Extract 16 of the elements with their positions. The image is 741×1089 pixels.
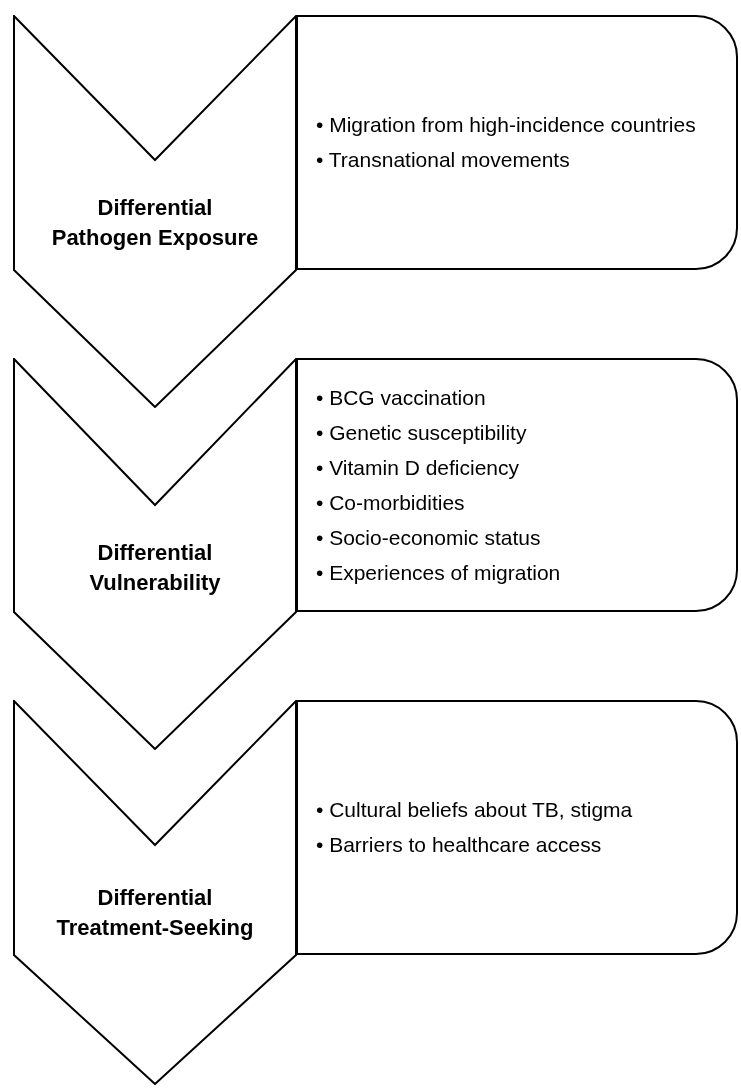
chevron-label: Differential Treatment-Seeking <box>55 884 255 942</box>
bullet-item: • Experiences of migration <box>316 559 562 586</box>
bullet-item: • Barriers to healthcare access <box>316 832 603 858</box>
bullet-item: • Transnational movements <box>316 147 571 173</box>
bullet-item: • Vitamin D deficiency <box>316 454 521 481</box>
chevron-label: Differential Vulnerability <box>88 539 222 597</box>
bullet-box <box>296 358 738 612</box>
bullet-item: • Co-morbidities <box>316 489 466 516</box>
bullet-item: • Migration from high-incidence countries <box>316 112 697 138</box>
chevron-label: Differential Pathogen Exposure <box>50 194 260 252</box>
bullet-item: • Genetic susceptibility <box>316 419 528 446</box>
bullet-box <box>296 15 738 270</box>
bullet-item: • Cultural beliefs about TB, stigma <box>316 797 634 823</box>
bullet-item: • Socio-economic status <box>316 524 542 551</box>
bullet-item: • BCG vaccination <box>316 384 487 411</box>
bullet-box <box>296 700 738 955</box>
